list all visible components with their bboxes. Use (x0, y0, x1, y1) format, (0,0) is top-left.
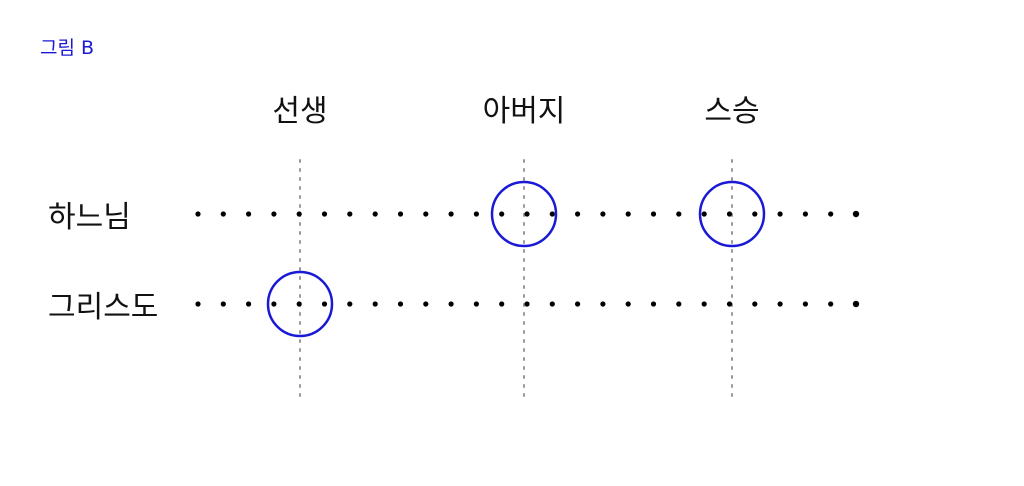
row-dot (852, 300, 860, 308)
row-dot (575, 211, 581, 217)
row-dot (625, 301, 631, 307)
row-dot (828, 301, 834, 307)
row-dot (828, 211, 834, 217)
column-label-father: 아버지 (482, 94, 566, 129)
row-dot (448, 301, 454, 307)
row-dot (600, 211, 606, 217)
row-dot (296, 301, 302, 307)
row-dot (524, 211, 530, 217)
row-dot (650, 301, 657, 307)
row-dot (271, 211, 277, 217)
row-dot (802, 301, 809, 307)
intersection-circle (698, 180, 766, 248)
row-dot (347, 211, 353, 217)
row-dot (625, 211, 631, 217)
row-dot (220, 301, 226, 307)
row-dot (524, 301, 530, 307)
row-dot (499, 211, 505, 217)
row-dot (499, 301, 505, 307)
row-dot (726, 211, 733, 217)
row-dot (246, 301, 252, 307)
column-label-teacher: 선생 (272, 94, 328, 129)
row-dot (423, 211, 429, 217)
row-dot (575, 301, 581, 307)
row-dot (701, 211, 707, 217)
row-dot (397, 301, 404, 307)
row-dot (549, 211, 555, 217)
row-dot (777, 211, 783, 217)
row-dot (397, 211, 404, 217)
row-dot (473, 211, 479, 217)
row-dot (852, 210, 860, 218)
row-dot (676, 301, 682, 307)
row-dot (448, 211, 454, 217)
column-label-master: 스승 (704, 94, 760, 129)
row-dot (726, 301, 733, 307)
row-dot (650, 211, 657, 217)
intersection-circle (266, 270, 334, 338)
row-dot (321, 211, 328, 217)
row-dot (752, 301, 758, 307)
row-dot (321, 301, 328, 307)
row-dot (473, 301, 479, 307)
row-dot (347, 301, 353, 307)
row-dot (195, 301, 201, 307)
row-dot (802, 211, 809, 217)
row-dot (195, 211, 201, 217)
row-dot (600, 301, 606, 307)
row-dot (777, 301, 783, 307)
intersection-circle (490, 180, 558, 248)
figure-caption: 그림 B (40, 37, 95, 59)
row-dot (372, 211, 378, 217)
row-dot (296, 211, 302, 217)
row-label-god: 하느님 (48, 200, 131, 235)
row-dot (271, 301, 277, 307)
row-dot (220, 211, 226, 217)
row-dot (701, 301, 707, 307)
row-dot (676, 211, 682, 217)
row-label-christ: 그리스도 (48, 290, 159, 325)
row-dot (372, 301, 378, 307)
row-dot (246, 211, 252, 217)
row-dot (423, 301, 429, 307)
row-dot (549, 301, 555, 307)
row-dot (752, 211, 758, 217)
